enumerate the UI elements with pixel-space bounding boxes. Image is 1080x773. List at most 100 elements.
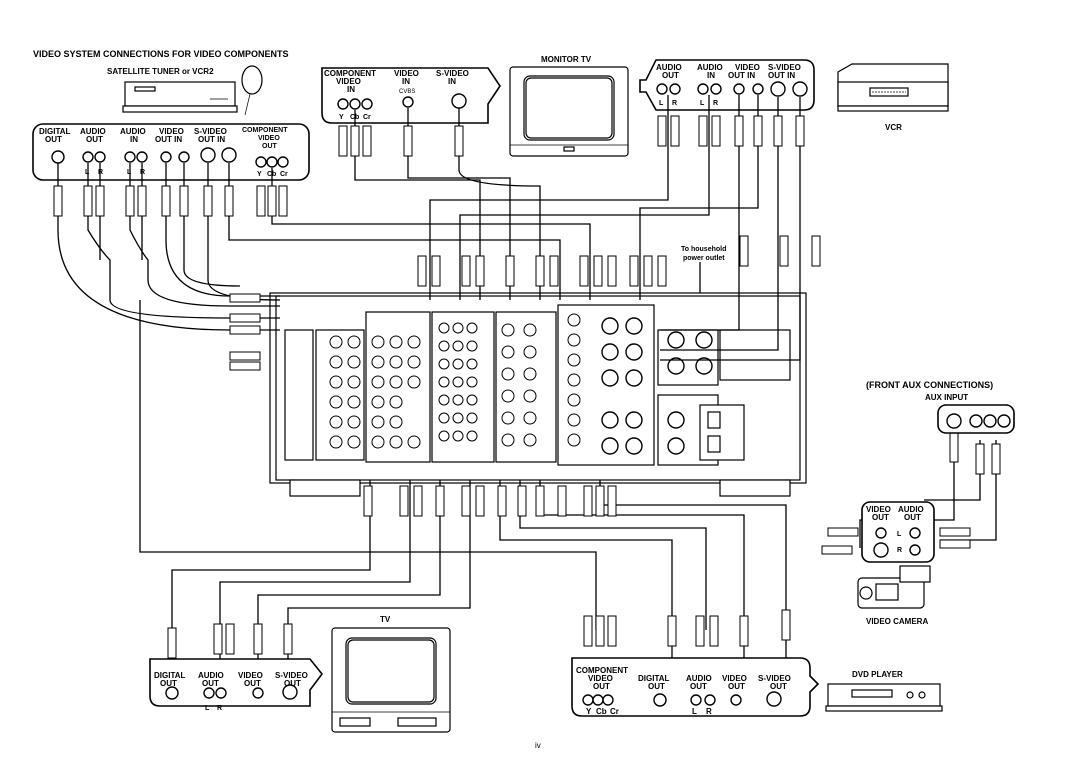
video-camera-device bbox=[857, 565, 931, 609]
tv-digital-label: DIGITAL bbox=[154, 671, 186, 680]
vcr-audio-in-label: AUDIO bbox=[697, 63, 723, 72]
mon-video-in: IN bbox=[402, 77, 410, 86]
dvd-audio-out: OUT bbox=[690, 682, 707, 691]
plugs bbox=[53, 115, 1001, 659]
vcr-l2-label: L bbox=[700, 100, 705, 107]
tv-l-label: L bbox=[205, 705, 210, 712]
satellite-panel: DIGITAL OUT AUDIO OUT AUDIO IN VIDEO OUT… bbox=[32, 123, 310, 181]
sat-svideo-in-jack bbox=[221, 147, 237, 163]
dvd-component-out: OUT bbox=[593, 682, 610, 691]
vcr-audio-out-r-jack bbox=[669, 83, 681, 95]
dvd-audio-label: AUDIO bbox=[686, 674, 712, 683]
tv-audio-out: OUT bbox=[202, 679, 219, 688]
sat-audio-in-label: AUDIO bbox=[120, 127, 146, 136]
mon-cr-label: Cr bbox=[363, 114, 371, 121]
tv-panel: DIGITAL OUT AUDIO OUT VIDEO OUT S-VIDEO … bbox=[149, 658, 324, 712]
tv-svideo-label: S-VIDEO bbox=[275, 671, 308, 680]
dvd-component-sub: VIDEO bbox=[588, 674, 613, 683]
mon-component-label: COMPONENT bbox=[324, 69, 376, 78]
tv-label: TV bbox=[380, 615, 391, 624]
dvd-player-device bbox=[825, 683, 943, 712]
monitor-label: MONITOR TV bbox=[541, 55, 592, 64]
dvd-svideo-out: OUT bbox=[770, 682, 787, 691]
mon-y-label: Y bbox=[339, 114, 344, 121]
tv-svideo-out: OUT bbox=[284, 679, 301, 688]
vcr-audio-in-l-jack bbox=[697, 83, 709, 95]
vcr-r-label: R bbox=[672, 100, 677, 107]
vcr-audio-out-sub: OUT bbox=[662, 71, 679, 80]
dvd-digital-label: DIGITAL bbox=[638, 674, 670, 683]
mon-component-sub: VIDEO bbox=[336, 77, 361, 86]
sat-component-sub: VIDEO bbox=[258, 135, 280, 142]
dvd-cb-label: Cb bbox=[596, 707, 607, 716]
vcr-svideo-label: S-VIDEO bbox=[768, 63, 801, 72]
mon-svideo-jack bbox=[451, 93, 467, 109]
satellite-label: SATELLITE TUNER or VCR2 bbox=[107, 67, 214, 76]
dvd-y-label: Y bbox=[586, 707, 592, 716]
mon-cvbs: CVBS bbox=[399, 89, 415, 95]
sat-component-label: COMPONENT bbox=[242, 127, 288, 134]
sat-comp-y-jack bbox=[255, 156, 267, 168]
vcr-device bbox=[837, 63, 949, 112]
monitor-panel: COMPONENT VIDEO IN VIDEO IN CVBS S-VIDEO… bbox=[321, 67, 501, 124]
mon-video-jack bbox=[402, 96, 414, 108]
sat-svideo-out-jack bbox=[200, 147, 216, 163]
page-number: iv bbox=[535, 741, 541, 750]
vcr-svideo-in-jack bbox=[792, 81, 808, 97]
sat-cr-label: Cr bbox=[280, 171, 288, 178]
sat-y-label: Y bbox=[257, 171, 262, 178]
mon-svideo-in: IN bbox=[448, 77, 456, 86]
receiver-rear-panel bbox=[269, 292, 807, 497]
vcr-audio-in-r-jack bbox=[710, 83, 722, 95]
camera-panel: VIDEO OUT AUDIO OUT L R bbox=[861, 501, 935, 563]
aux-input-panel bbox=[937, 404, 1015, 434]
sat-video-in-jack bbox=[178, 151, 190, 163]
mon-component-in: IN bbox=[347, 85, 355, 94]
dvd-component-label: COMPONENT bbox=[576, 666, 628, 675]
mon-comp-y-jack bbox=[337, 98, 349, 110]
sat-comp-cb-jack bbox=[266, 156, 278, 168]
cam-video-label: VIDEO bbox=[866, 505, 891, 514]
cam-l-label: L bbox=[897, 531, 902, 538]
aux-input-label: AUX INPUT bbox=[925, 393, 968, 402]
sat-audio-in-l-jack bbox=[124, 151, 136, 163]
front-aux-title: (FRONT AUX CONNECTIONS) bbox=[866, 380, 993, 390]
vcr-audio-in-sub: IN bbox=[707, 71, 715, 80]
receiver-jacks bbox=[329, 313, 721, 455]
dvd-label: DVD PLAYER bbox=[852, 670, 903, 679]
vcr-panel: AUDIO OUT AUDIO IN VIDEO OUT IN S-VIDEO … bbox=[639, 59, 815, 111]
sat-svideo-sub: OUT IN bbox=[198, 135, 225, 144]
sat-audio-out-sub: OUT bbox=[86, 135, 103, 144]
sat-digital-label: DIGITAL bbox=[39, 127, 71, 136]
vcr-video-in-jack bbox=[752, 83, 764, 95]
dvd-l-label: L bbox=[692, 707, 697, 716]
sat-component-out: OUT bbox=[262, 143, 278, 150]
mon-svideo-label: S-VIDEO bbox=[436, 69, 469, 78]
mon-comp-cb-jack bbox=[349, 98, 361, 110]
tv-digital-out: OUT bbox=[160, 679, 177, 688]
satellite-tuner-device bbox=[122, 65, 263, 116]
dvd-r-label: R bbox=[706, 707, 712, 716]
sat-audio-out-l-jack bbox=[82, 151, 94, 163]
dvd-digital-out: OUT bbox=[648, 682, 665, 691]
tv-video-label: VIDEO bbox=[238, 671, 263, 680]
dvd-cr-label: Cr bbox=[610, 707, 619, 716]
dvd-video-out: OUT bbox=[728, 682, 745, 691]
vcr-label: VCR bbox=[885, 123, 902, 132]
outlet-note-1: To household bbox=[681, 246, 726, 253]
sat-comp-cr-jack bbox=[277, 156, 289, 168]
sat-video-label: VIDEO bbox=[159, 127, 184, 136]
sat-video-sub: OUT IN bbox=[155, 135, 182, 144]
vcr-r2-label: R bbox=[713, 100, 718, 107]
diagram-title: VIDEO SYSTEM CONNECTIONS FOR VIDEO COMPO… bbox=[33, 49, 289, 59]
cam-audio-out: OUT bbox=[904, 513, 921, 522]
vcr-l-label: L bbox=[659, 100, 664, 107]
vcr-video-label: VIDEO bbox=[735, 63, 760, 72]
camera-label: VIDEO CAMERA bbox=[866, 617, 928, 626]
sat-digital-out: OUT bbox=[45, 135, 62, 144]
monitor-tv-device bbox=[509, 66, 629, 157]
vcr-svideo-out-jack bbox=[770, 81, 786, 97]
tv-device bbox=[331, 627, 451, 733]
sat-audio-out-label: AUDIO bbox=[80, 127, 106, 136]
sat-audio-in-sub: IN bbox=[130, 135, 138, 144]
